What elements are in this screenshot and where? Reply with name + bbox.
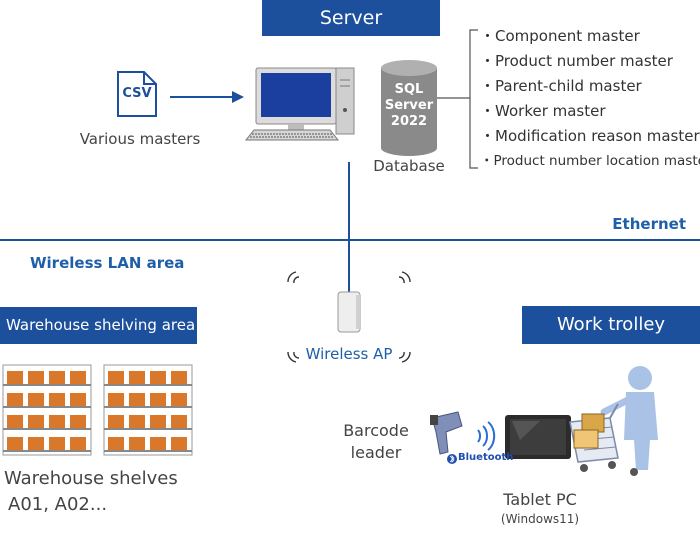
ethernet-label: Ethernet <box>612 215 686 233</box>
barcode-scanner-icon <box>430 411 463 455</box>
master-item: Product number master <box>488 49 700 74</box>
bluetooth-label: Bluetooth <box>458 452 514 463</box>
warehouse-caption-line-1: Warehouse shelves <box>4 468 178 489</box>
master-item: Worker master <box>488 99 700 124</box>
database-label: SQL Server 2022 <box>381 82 437 130</box>
barcode-caption-line-2: leader <box>350 443 402 462</box>
master-list: Component master Product number master P… <box>488 24 700 174</box>
bluetooth-logo-icon <box>447 454 457 464</box>
wireless-ap-icon <box>337 291 361 333</box>
tablet-icon <box>505 415 571 459</box>
warehouse-header: Warehouse shelving area <box>0 307 197 344</box>
master-item: Modification reason master <box>488 124 700 149</box>
wifi-signal-icon <box>287 271 411 363</box>
warehouse-caption-line-2: A01, A02... <box>8 494 108 515</box>
trolley-header: Work trolley <box>522 306 700 344</box>
database-line-2: Server <box>384 98 434 113</box>
tablet-caption: Tablet PC <box>503 490 577 509</box>
work-trolley-icon <box>569 366 658 476</box>
tablet-os-caption: (Windows11) <box>500 512 580 526</box>
bluetooth-signal-icon <box>477 421 496 451</box>
warehouse-caption: Warehouse shelves A01, A02... <box>4 466 178 518</box>
barcode-caption-line-1: Barcode <box>343 421 409 440</box>
wireless-lan-label: Wireless LAN area <box>30 254 185 272</box>
database-caption: Database <box>373 157 445 175</box>
database-icon <box>381 60 437 156</box>
master-bracket <box>437 29 478 169</box>
server-title: Server <box>319 7 383 29</box>
csv-file-icon <box>117 71 157 117</box>
desktop-pc-icon <box>244 67 355 141</box>
warehouse-title: Warehouse shelving area <box>6 316 196 334</box>
master-item: Parent-child master <box>488 74 700 99</box>
warehouse-shelves-icon <box>2 364 193 456</box>
master-item: Product number location master <box>488 149 700 174</box>
database-line-3: 2022 <box>390 114 428 129</box>
csv-label: CSV <box>122 86 152 101</box>
database-line-1: SQL <box>394 82 424 97</box>
master-item: Component master <box>488 24 700 49</box>
csv-caption: Various masters <box>79 130 201 148</box>
trolley-title: Work trolley <box>556 314 666 335</box>
server-header: Server <box>262 0 440 36</box>
wireless-ap-label: Wireless AP <box>305 345 393 363</box>
barcode-caption: Barcode leader <box>336 420 416 464</box>
arrow-icon <box>170 91 244 103</box>
